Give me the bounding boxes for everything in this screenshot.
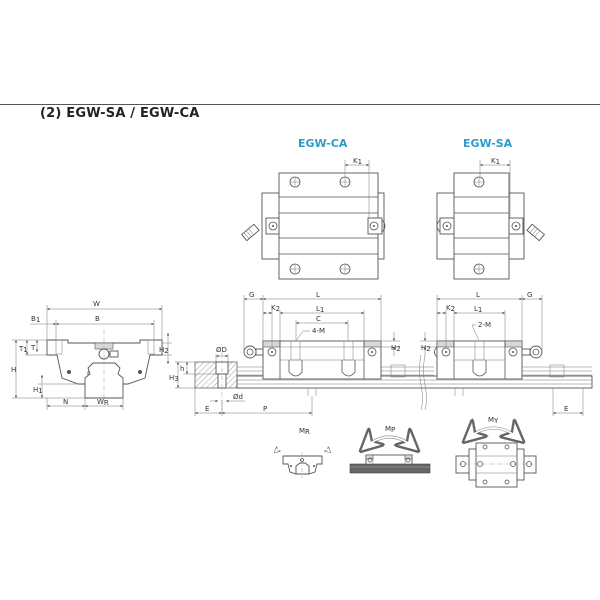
- dim-k2-sa: K2: [446, 304, 455, 313]
- dim-wr: WR: [97, 398, 109, 407]
- dim-w: W: [93, 300, 100, 308]
- dim-n: N: [63, 398, 68, 406]
- dim-k2-ca: K2: [271, 304, 280, 313]
- dim-c: C: [316, 315, 321, 323]
- dim-l-sa: L: [476, 291, 480, 299]
- label-egw-sa: EGW-SA: [463, 137, 513, 150]
- dim-2m: 2-M: [478, 321, 491, 329]
- moment-mp: MP: [349, 425, 431, 474]
- dim-t: T: [30, 344, 36, 352]
- dim-l1-ca: L1: [316, 305, 324, 314]
- dim-h: H: [11, 366, 16, 374]
- label-egw-ca: EGW-CA: [298, 137, 348, 150]
- label-mr: MR: [299, 427, 310, 436]
- dim-k1-sa: K1: [491, 157, 500, 166]
- dim-h3: H3: [169, 374, 179, 383]
- dim-h1: H1: [33, 386, 43, 395]
- dim-l1-sa: L1: [474, 305, 482, 314]
- dim-b: B: [95, 315, 100, 323]
- dim-g-ca: G: [249, 291, 254, 299]
- dim-b1: B1: [31, 315, 40, 324]
- label-my: MY: [488, 416, 499, 425]
- header-rule: [0, 104, 600, 105]
- ca-side-view: G L K2 L1 C 4-M H2: [243, 291, 401, 380]
- label-mp: MP: [385, 425, 395, 434]
- dim-h-small: h: [180, 365, 184, 373]
- dim-k1-ca: K1: [353, 157, 362, 166]
- moment-my: MY: [455, 416, 537, 488]
- moment-mr: MR: [275, 427, 330, 478]
- dim-g-sa: G: [527, 291, 532, 299]
- dim-e: E: [205, 405, 209, 413]
- dim-p: P: [263, 405, 267, 413]
- dim-l-ca: L: [316, 291, 320, 299]
- dim-h2-ca: H2: [391, 344, 401, 353]
- section-title: (2) EGW-SA / EGW-CA: [40, 106, 200, 121]
- dim-4m: 4-M: [312, 327, 325, 335]
- ca-top-view: K1: [241, 157, 386, 280]
- dim-h2-end: H2: [159, 346, 169, 355]
- dim-big-d: ØD: [216, 346, 227, 354]
- end-view: W B B1 H T1 T H1 H2 N WR: [11, 300, 172, 410]
- dim-e-right: E: [564, 405, 568, 413]
- dim-small-d: Ød: [233, 393, 243, 401]
- sa-side-view: L G K2 L1 2-M H2 E: [420, 291, 584, 416]
- sa-top-view: K1: [436, 157, 545, 280]
- dim-t1: T1: [18, 345, 28, 354]
- dim-h2-sa: H2: [421, 344, 431, 353]
